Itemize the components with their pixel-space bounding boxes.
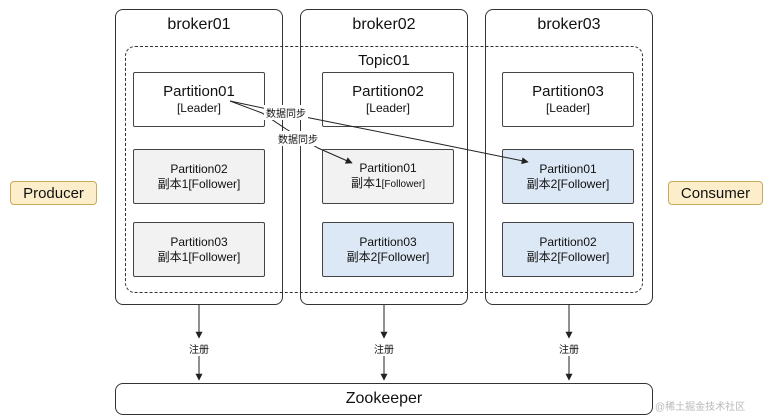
partition-name: Partition01: [539, 161, 597, 176]
watermark: @稀土掘金技术社区: [655, 402, 746, 413]
zookeeper-box: Zookeeper: [115, 383, 653, 415]
sync-label-2: 数据同步: [276, 131, 320, 146]
partition-b1-bot: Partition03 副本1[Follower]: [133, 222, 265, 277]
partition-role: 副本2[Follower]: [346, 249, 430, 264]
broker-03-title: broker03: [537, 16, 601, 33]
partition-role: 副本2[Follower]: [526, 176, 610, 191]
partition-role: 副本1[Follower]: [157, 249, 241, 264]
partition-b2-mid: Partition01 副本1[Follower]: [322, 149, 454, 204]
partition-name: Partition02: [352, 82, 424, 100]
consumer-label: Consumer: [680, 184, 751, 202]
partition-name: Partition03: [532, 82, 604, 100]
sync-label-1: 数据同步: [264, 105, 308, 120]
partition-b3-bot: Partition02 副本2[Follower]: [502, 222, 634, 277]
producer-box: Producer: [10, 181, 97, 205]
partition-role: [Leader]: [365, 101, 411, 116]
topic-label: Topic01: [358, 52, 410, 69]
producer-label: Producer: [23, 184, 84, 202]
consumer-box: Consumer: [668, 181, 763, 205]
broker-01-title: broker01: [167, 16, 231, 33]
partition-role: 副本1[Follower]: [157, 176, 241, 191]
partition-name: Partition03: [359, 234, 417, 249]
sync-arrow-to-broker02: [229, 100, 353, 164]
register-label-2: 注册: [372, 341, 396, 356]
partition-b1-mid: Partition02 副本1[Follower]: [133, 149, 265, 204]
topic-container: [125, 46, 643, 293]
register-label-3: 注册: [557, 341, 581, 356]
partition-name: Partition01: [163, 82, 235, 100]
partition-role: 副本1[Follower]: [351, 176, 425, 192]
partition-b2-bot: Partition03 副本2[Follower]: [322, 222, 454, 277]
partition-role: [Leader]: [545, 101, 591, 116]
partition-role-suffix: [Follower]: [381, 179, 426, 191]
register-label-1: 注册: [187, 341, 211, 356]
partition-role: [Leader]: [176, 101, 222, 116]
partition-name: Partition01: [359, 161, 417, 176]
partition-b1-leader: Partition01 [Leader]: [133, 72, 265, 127]
partition-role-prefix: 副本1: [350, 176, 382, 191]
partition-role: 副本2[Follower]: [526, 249, 610, 264]
partition-b3-leader: Partition03 [Leader]: [502, 72, 634, 127]
broker-02-title: broker02: [352, 16, 416, 33]
partition-b2-leader: Partition02 [Leader]: [322, 72, 454, 127]
partition-name: Partition02: [539, 234, 597, 249]
partition-name: Partition03: [170, 234, 228, 249]
partition-name: Partition02: [170, 161, 228, 176]
zookeeper-label: Zookeeper: [345, 390, 423, 407]
